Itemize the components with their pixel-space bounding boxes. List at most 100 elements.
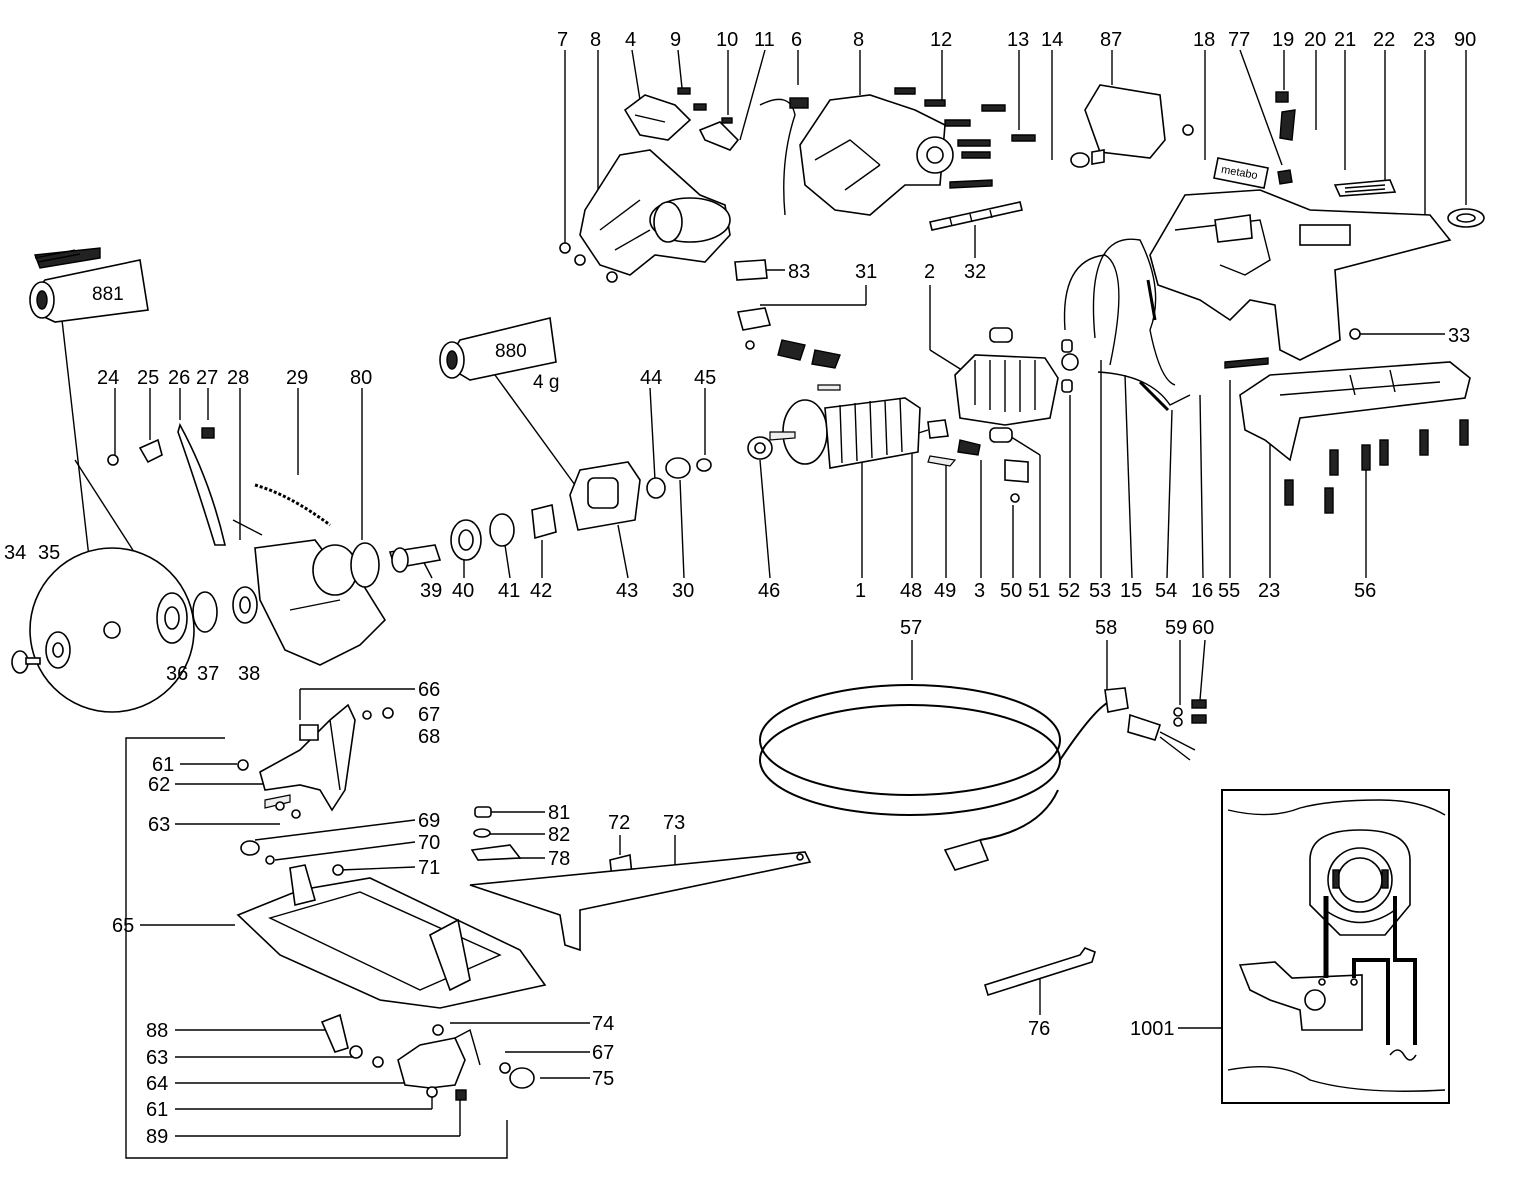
part-label: 27 bbox=[196, 367, 218, 389]
part-label: 7 bbox=[557, 29, 568, 51]
part-label: 89 bbox=[146, 1126, 168, 1148]
part-label: 1001 bbox=[1130, 1018, 1175, 1040]
part-label: 11 bbox=[754, 29, 775, 51]
part-label: 52 bbox=[1058, 580, 1080, 602]
part-label: 9 bbox=[670, 29, 681, 51]
part-label: 6 bbox=[791, 29, 802, 51]
part-label: 3 bbox=[974, 580, 985, 602]
part-label: 67 bbox=[418, 704, 440, 726]
part-label: 73 bbox=[663, 812, 685, 834]
part-label: 14 bbox=[1041, 29, 1063, 51]
part-label: 55 bbox=[1218, 580, 1240, 602]
svg-text:880: 880 bbox=[495, 341, 527, 362]
part-label: 21 bbox=[1334, 29, 1356, 51]
part-label: 60 bbox=[1192, 617, 1214, 639]
part-label: 61 bbox=[146, 1099, 168, 1121]
wiring-diagram-inset bbox=[1221, 789, 1450, 1104]
part-label: 90 bbox=[1454, 29, 1476, 51]
part-label: 31 bbox=[855, 261, 877, 283]
part-label: 48 bbox=[900, 580, 922, 602]
part-label: 2 bbox=[924, 261, 935, 283]
grease-tube-880: 880 4 g bbox=[439, 317, 559, 393]
part-label: 45 bbox=[694, 367, 716, 389]
part-label: 28 bbox=[227, 367, 249, 389]
part-label: 40 bbox=[452, 580, 474, 602]
part-label: 23 bbox=[1258, 580, 1280, 602]
part-label: 37 bbox=[197, 663, 219, 685]
part-label: 34 bbox=[4, 542, 26, 564]
part-label: 51 bbox=[1028, 580, 1050, 602]
part-label: 88 bbox=[146, 1020, 168, 1042]
part-label: 50 bbox=[1000, 580, 1022, 602]
metabo-logo: metabo bbox=[1213, 157, 1269, 189]
part-label: 22 bbox=[1373, 29, 1395, 51]
part-label: 54 bbox=[1155, 580, 1177, 602]
part-label: 63 bbox=[146, 1047, 168, 1069]
part-label: 13 bbox=[1007, 29, 1029, 51]
part-label: 10 bbox=[716, 29, 738, 51]
part-label: 68 bbox=[418, 726, 440, 748]
part-label: 66 bbox=[418, 679, 440, 701]
part-label: 25 bbox=[137, 367, 159, 389]
part-label: 32 bbox=[964, 261, 986, 283]
part-label: 44 bbox=[640, 367, 662, 389]
part-label: 8 bbox=[853, 29, 864, 51]
part-label: 41 bbox=[498, 580, 520, 602]
part-label: 35 bbox=[38, 542, 60, 564]
part-label: 23 bbox=[1413, 29, 1435, 51]
part-label: 8 bbox=[590, 29, 601, 51]
part-label: 75 bbox=[592, 1068, 614, 1090]
part-label: 87 bbox=[1100, 29, 1122, 51]
part-label: 74 bbox=[592, 1013, 614, 1035]
hex-key bbox=[984, 947, 1096, 997]
part-label: 61 bbox=[152, 754, 174, 776]
part-label: 62 bbox=[148, 774, 170, 796]
part-label: 59 bbox=[1165, 617, 1187, 639]
part-label: 19 bbox=[1272, 29, 1294, 51]
part-label: 26 bbox=[168, 367, 190, 389]
grease-tube-881: 881 bbox=[29, 247, 149, 323]
part-label: 78 bbox=[548, 848, 570, 870]
part-label: 18 bbox=[1193, 29, 1215, 51]
part-label: 71 bbox=[418, 857, 440, 879]
part-labels: 7 8 4 9 10 11 6 8 12 13 14 87 18 77 19 2… bbox=[4, 29, 1476, 1148]
part-label: 83 bbox=[788, 261, 810, 283]
part-label: 80 bbox=[350, 367, 372, 389]
part-label: 4 bbox=[625, 29, 636, 51]
part-label: 77 bbox=[1228, 29, 1250, 51]
part-label: 53 bbox=[1089, 580, 1111, 602]
part-label: 43 bbox=[616, 580, 638, 602]
part-label: 38 bbox=[238, 663, 260, 685]
part-label: 20 bbox=[1304, 29, 1326, 51]
part-label: 29 bbox=[286, 367, 308, 389]
part-label: 57 bbox=[900, 617, 922, 639]
part-label: 1 bbox=[855, 580, 866, 602]
part-label: 56 bbox=[1354, 580, 1376, 602]
part-label: 46 bbox=[758, 580, 780, 602]
part-label: 49 bbox=[934, 580, 956, 602]
part-label: 69 bbox=[418, 810, 440, 832]
bevel-parts bbox=[320, 1013, 535, 1101]
part-label: 72 bbox=[608, 812, 630, 834]
part-label: 76 bbox=[1028, 1018, 1050, 1040]
part-label: 36 bbox=[166, 663, 188, 685]
blade-assembly bbox=[11, 422, 712, 713]
motor-housing-parts bbox=[559, 84, 1194, 283]
part-label: 81 bbox=[548, 802, 570, 824]
part-label: 67 bbox=[592, 1042, 614, 1064]
part-label: 24 bbox=[97, 367, 119, 389]
motor-parts bbox=[736, 238, 1191, 503]
base-plate bbox=[236, 703, 812, 1009]
part-label: 33 bbox=[1448, 325, 1470, 347]
part-label: 39 bbox=[420, 580, 442, 602]
part-label: 65 bbox=[112, 915, 134, 937]
part-label: 70 bbox=[418, 832, 440, 854]
part-label: 63 bbox=[148, 814, 170, 836]
handle-assembly: metabo bbox=[1149, 91, 1485, 514]
part-label: 58 bbox=[1095, 617, 1117, 639]
part-label: 82 bbox=[548, 824, 570, 846]
part-label: 42 bbox=[530, 580, 552, 602]
leader-lines bbox=[61, 49, 1467, 1159]
part-label: 15 bbox=[1120, 580, 1142, 602]
